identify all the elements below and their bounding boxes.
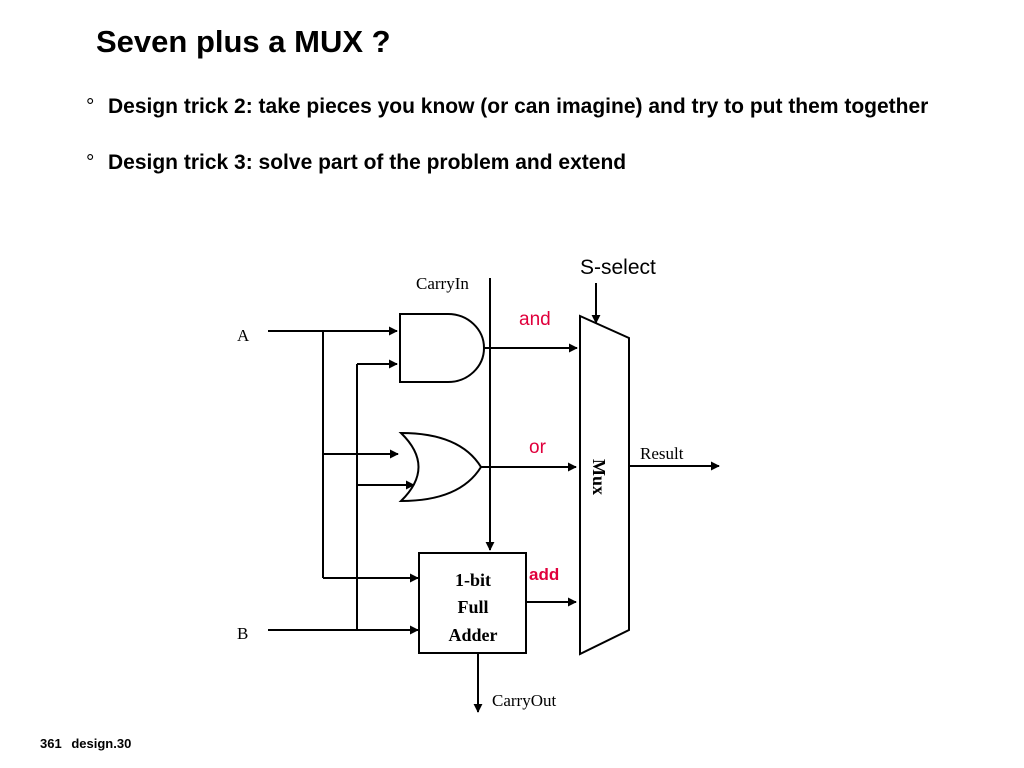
slide-footer: 361 design.30	[40, 736, 131, 751]
mux-shape	[579, 314, 630, 656]
bullet-marker: °	[86, 151, 95, 174]
or-gate	[398, 431, 483, 503]
adder-label-line-3: Adder	[449, 625, 498, 645]
bullet-marker: °	[86, 95, 95, 118]
result-label: Result	[640, 444, 684, 463]
bullet-item: ° Design trick 2: take pieces you know (…	[86, 94, 966, 120]
select-label: S-select	[580, 256, 656, 279]
input-b-label: B	[237, 624, 248, 643]
slide-code: design.30	[71, 736, 132, 751]
bullet-text: Design trick 2: take pieces you know (or…	[108, 95, 929, 118]
and-gate	[399, 313, 485, 383]
bullet-item: ° Design trick 3: solve part of the prob…	[86, 150, 966, 176]
carry-out-label: CarryOut	[492, 691, 556, 710]
and-signal-label: and	[519, 309, 551, 330]
carry-in-label: CarryIn	[416, 274, 469, 293]
adder-label-line-1: 1-bit	[455, 570, 491, 590]
bullet-list: ° Design trick 2: take pieces you know (…	[86, 94, 966, 176]
mux-label: Mux	[589, 459, 609, 495]
bullet-text: Design trick 3: solve part of the proble…	[108, 151, 627, 174]
adder-label-line-2: Full	[457, 597, 488, 617]
input-a-label: A	[237, 326, 250, 345]
or-signal-label: or	[529, 437, 547, 458]
add-signal-label: add	[529, 565, 559, 584]
page-number: 361	[40, 736, 62, 751]
slide-title: Seven plus a MUX ?	[96, 24, 391, 59]
